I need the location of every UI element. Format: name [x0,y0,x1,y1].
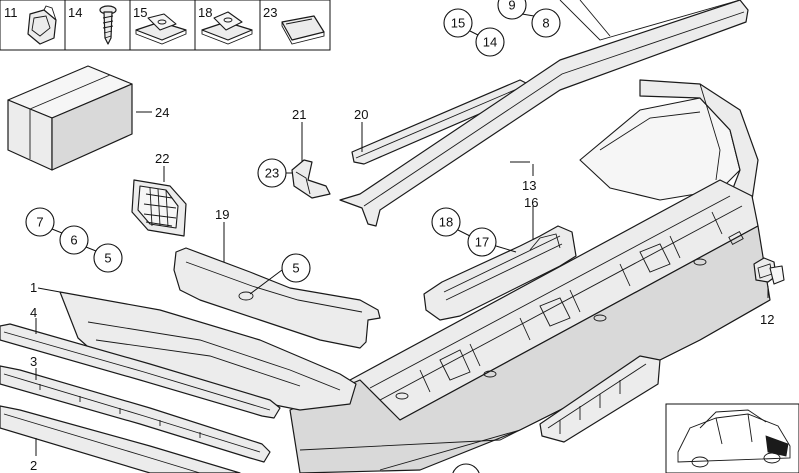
label-13: 13 [522,178,536,193]
label-24: 24 [155,105,169,120]
callout-9-text: 9 [508,0,515,13]
screw-icon [99,5,117,45]
side-trim-part-19 [173,247,381,349]
callout-9: 9 [497,0,527,20]
callout-6: 6 [59,225,89,255]
clip-nut-icon-2 [201,11,253,45]
strip-label-11: 11 [4,5,18,20]
vehicle-thumbnail-frame [665,403,799,473]
callout-11-text: 11 [459,471,473,473]
box-part-24 [7,65,133,171]
callout-14: 14 [475,27,505,57]
bracket-part-16 [423,225,577,321]
label-22: 22 [155,151,169,166]
callout-5-b: 5 [281,253,311,283]
callout-17: 17 [467,227,497,257]
callout-7-text: 7 [36,215,43,230]
trim-strip-part-2 [0,405,241,473]
clip-part-12 [753,257,785,285]
callout-5-a: 5 [93,243,123,273]
callout-17-text: 17 [475,235,489,250]
label-1: 1 [30,280,37,295]
parts-strip: 11 14 15 18 23 [0,0,331,51]
pad-icon [281,15,325,45]
trim-strip-part-3 [0,365,271,463]
label-12: 12 [760,312,774,327]
diffuser-part-10 [539,355,661,443]
clip-icon [27,5,57,45]
label-21: 21 [292,107,306,122]
strip-label-18: 18 [198,5,212,20]
callout-8: 8 [531,8,561,38]
callout-18: 18 [431,207,461,237]
callout-23: 23 [257,158,287,188]
strip-label-23: 23 [263,5,277,20]
label-19: 19 [215,207,229,222]
label-10: 10 [570,470,584,473]
label-3: 3 [30,354,37,369]
callout-5-a-text: 5 [104,251,111,266]
callout-7: 7 [25,207,55,237]
label-20: 20 [354,107,368,122]
upper-trim-part-13 [339,0,749,227]
trim-strip-part-4 [0,323,281,419]
label-4: 4 [30,305,37,320]
parts-strip-frame [0,0,331,51]
grille-part-22 [131,179,187,237]
callout-15-text: 15 [451,16,465,31]
label-2: 2 [30,458,37,473]
callout-8-text: 8 [542,16,549,31]
bumper-carrier [289,79,771,473]
callout-23-text: 23 [265,166,279,181]
callout-15: 15 [443,8,473,38]
callout-5-b-text: 5 [292,261,299,276]
callout-18-text: 18 [439,215,453,230]
label-16: 16 [524,195,538,210]
callout-6-text: 6 [70,233,77,248]
bracket-part-21 [291,159,331,199]
callout-11: 11 [452,463,480,473]
clip-nut-icon [135,13,187,45]
strip-label-15: 15 [133,5,147,20]
callout-14-text: 14 [483,35,497,50]
strip-label-14: 14 [68,5,82,20]
vehicle-thumbnail [665,403,799,473]
